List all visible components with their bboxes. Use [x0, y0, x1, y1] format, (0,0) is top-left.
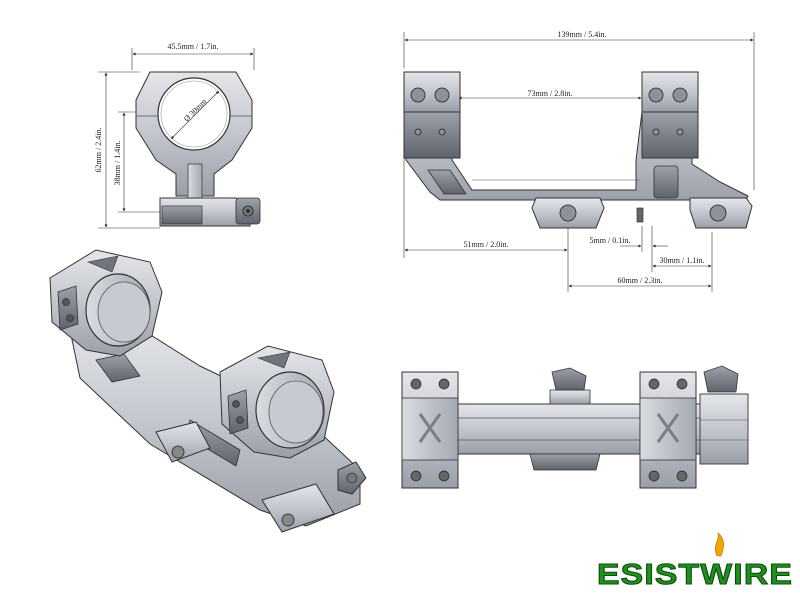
lug-gap-label: 30mm / 1.1in.	[660, 256, 705, 265]
iso-front-ring	[49, 249, 163, 357]
side-ring-screws	[410, 87, 688, 136]
front-width-label: 45.5mm / 1.7in.	[168, 42, 219, 51]
front-ring: Ø 30mm	[135, 71, 253, 199]
top-ring-rear	[639, 371, 697, 489]
front-center-label: 38mm / 1.4in.	[113, 141, 122, 186]
top-rear-clamp	[699, 365, 749, 465]
side-view: 139mm / 5.4in. 73mm / 2.8in. 51mm / 2.0i…	[403, 30, 755, 292]
logo-text: ESISTWIRE	[597, 559, 793, 591]
front-base-clamp	[159, 197, 261, 227]
side-clamps	[531, 197, 753, 229]
front-view: 45.5mm / 1.7in. 62mm / 2.4in. 38mm / 1.4…	[94, 42, 261, 229]
brand-logo: ESISTWIRE	[597, 532, 793, 592]
top-ring-front	[401, 371, 459, 489]
ring-spacing-label: 73mm / 2.8in.	[528, 89, 573, 98]
lug-label: 5mm / 0.1in.	[590, 236, 631, 245]
iso-rear-ring	[219, 345, 335, 459]
isometric-view	[49, 249, 367, 533]
front-height-label: 62mm / 2.4in.	[94, 128, 103, 173]
side-mount-body	[403, 71, 749, 205]
top-view	[401, 365, 749, 489]
side-length-label: 139mm / 5.4in.	[558, 30, 607, 39]
rear-label: 60mm / 2.3in.	[618, 276, 663, 285]
offset-label: 51mm / 2.0in.	[464, 240, 509, 249]
iso-clamps	[155, 421, 367, 533]
